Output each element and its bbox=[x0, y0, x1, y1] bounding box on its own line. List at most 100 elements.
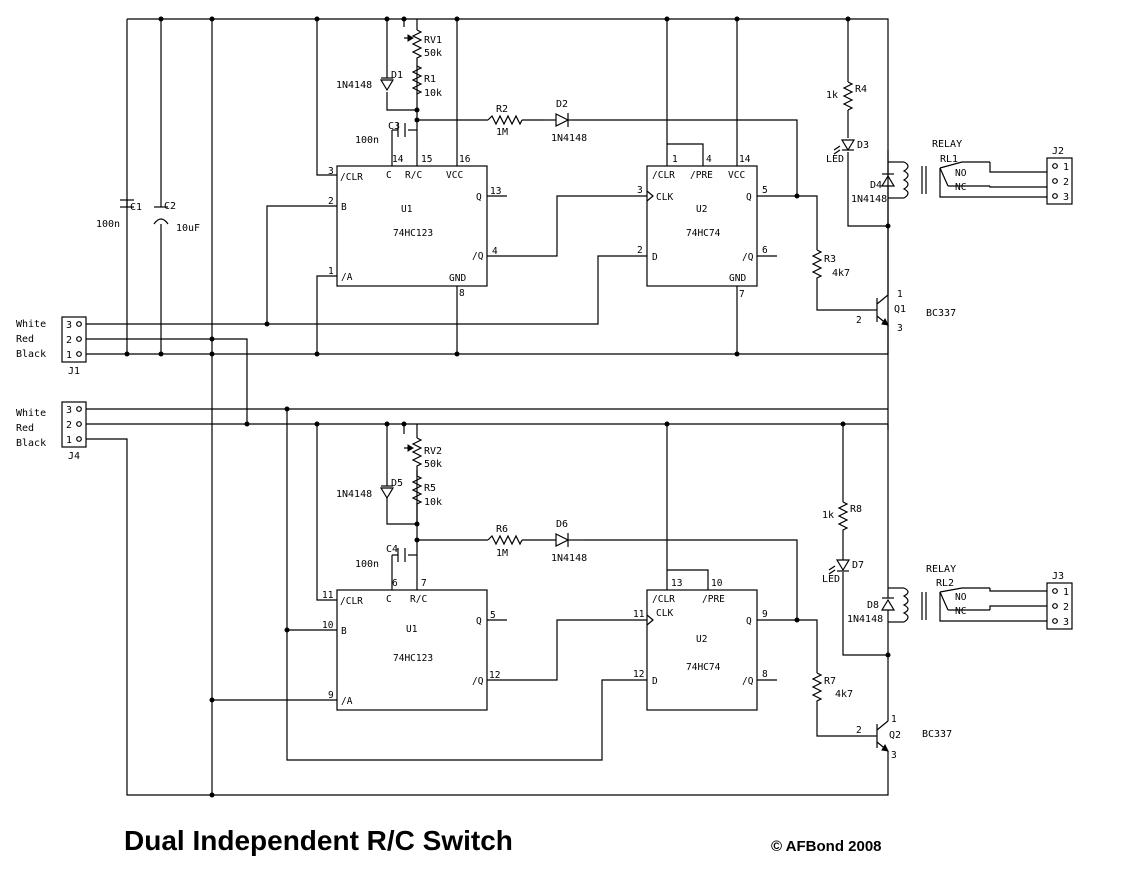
c4-ref: C4 bbox=[386, 544, 398, 555]
j1-pin-3: 3 bbox=[66, 320, 72, 331]
rl1-ref: RL1 bbox=[940, 154, 958, 165]
j4-pin-2: 2 bbox=[66, 420, 72, 431]
r5-value: 10k bbox=[424, 497, 442, 508]
c3-ref: C3 bbox=[388, 121, 400, 132]
u1b-rc-label: R/C bbox=[410, 594, 427, 605]
d2-ref: D2 bbox=[556, 99, 568, 110]
j2-pin-1: 1 bbox=[1063, 162, 1069, 173]
r3-ref: R3 bbox=[824, 254, 836, 265]
c1-value: 100n bbox=[96, 219, 120, 230]
u1a-part: 74HC123 bbox=[393, 228, 433, 239]
u1a-pin-clr: 3 bbox=[328, 166, 334, 177]
u1b-c-label: C bbox=[386, 594, 392, 605]
u1a-vcc-label: VCC bbox=[446, 170, 463, 181]
j1-wire-red: Red bbox=[16, 334, 34, 345]
q2-ref: Q2 bbox=[889, 730, 901, 741]
d7-ref: D7 bbox=[852, 560, 864, 571]
diode-d5: D5 1N4148 bbox=[336, 472, 403, 502]
rl1-label: RELAY bbox=[932, 139, 962, 150]
r4-ref: R4 bbox=[855, 84, 867, 95]
u1b-pin-b: 10 bbox=[322, 620, 334, 631]
transistor-q1: 1 2 3 Q1 BC337 bbox=[856, 289, 956, 343]
j2-pin-3: 3 bbox=[1063, 192, 1069, 203]
capacitor-c1: C1 100n bbox=[96, 199, 142, 230]
u2b-clk-label: CLK bbox=[656, 608, 673, 619]
d5-ref: D5 bbox=[391, 478, 403, 489]
u1b-a-label: /A bbox=[341, 696, 353, 707]
rl2-no: NO bbox=[955, 592, 967, 603]
q1-value: BC337 bbox=[926, 308, 956, 319]
j1-ref: J1 bbox=[68, 366, 80, 377]
diode-d2: D2 1N4148 bbox=[544, 99, 587, 144]
u1a-pin-b: 2 bbox=[328, 196, 334, 207]
connector-j1: 3 2 1 White Red Black J1 bbox=[16, 316, 87, 377]
connector-j4: 3 2 1 White Red Black J4 bbox=[16, 401, 87, 462]
q1-pin-2: 2 bbox=[856, 315, 862, 326]
ic-u1-lower: /CLR B /A C R/C Q /Q U1 74HC123 11 10 9 … bbox=[322, 578, 500, 711]
j3-pin-1: 1 bbox=[1063, 587, 1069, 598]
u1a-pin-qn: 4 bbox=[492, 246, 498, 257]
d1-ref: D1 bbox=[391, 70, 403, 81]
capacitor-c2: C2 10uF bbox=[153, 201, 200, 234]
r7-ref: R7 bbox=[824, 676, 836, 687]
j4-pin-1: 1 bbox=[66, 435, 72, 446]
r4-value: 1k bbox=[826, 90, 838, 101]
resistor-r6: R6 1M bbox=[487, 524, 523, 559]
u1b-b-label: B bbox=[341, 626, 347, 637]
j1-pin-2: 2 bbox=[66, 335, 72, 346]
j1-wire-black: Black bbox=[16, 349, 46, 360]
d1-value: 1N4148 bbox=[336, 80, 372, 91]
resistor-r1: R1 10k bbox=[411, 65, 442, 99]
u1a-pin-gnd: 8 bbox=[459, 288, 465, 299]
resistor-r7: R7 4k7 bbox=[811, 672, 853, 703]
u1b-pin-a: 9 bbox=[328, 690, 334, 701]
u2b-pin-pre: 10 bbox=[711, 578, 723, 589]
j4-ref: J4 bbox=[68, 451, 80, 462]
u2a-qn-label: /Q bbox=[742, 252, 754, 263]
capacitor-c3: C3 100n bbox=[355, 121, 406, 146]
u1a-qn-label: /Q bbox=[472, 251, 484, 262]
u1a-pin-q: 13 bbox=[490, 186, 501, 197]
c1-ref: C1 bbox=[130, 202, 142, 213]
u1a-a-label: /A bbox=[341, 272, 353, 283]
u2a-ref: U2 bbox=[696, 204, 707, 215]
j2-ref: J2 bbox=[1052, 146, 1064, 157]
u2a-pin-gnd: 7 bbox=[739, 289, 745, 300]
connector-j3: 1 2 3 J3 bbox=[1046, 571, 1073, 630]
j3-pin-2: 2 bbox=[1063, 602, 1069, 613]
u2a-part: 74HC74 bbox=[686, 228, 721, 239]
capacitor-c4: C4 100n bbox=[355, 544, 406, 570]
d2-value: 1N4148 bbox=[551, 133, 587, 144]
u1b-pin-clr: 11 bbox=[322, 590, 334, 601]
u1b-pin-qn: 12 bbox=[489, 670, 500, 681]
diode-d4: D4 1N4148 bbox=[851, 162, 896, 205]
j1-wire-white: White bbox=[16, 319, 46, 330]
r8-value: 1k bbox=[822, 510, 834, 521]
j2-pin-2: 2 bbox=[1063, 177, 1069, 188]
r1-value: 10k bbox=[424, 88, 442, 99]
u2b-pre-label: /PRE bbox=[702, 594, 725, 605]
j1-pin-1: 1 bbox=[66, 350, 72, 361]
u1a-pin-a: 1 bbox=[328, 266, 334, 277]
u1b-pin-c: 6 bbox=[392, 578, 398, 589]
u2a-d-label: D bbox=[652, 252, 658, 263]
ic-u1-upper: /CLR B /A C R/C VCC Q /Q GND U1 74HC123 … bbox=[328, 154, 501, 299]
diode-d1: D1 1N4148 bbox=[336, 62, 403, 92]
u2a-clr-label: /CLR bbox=[652, 170, 675, 181]
u1a-gnd-label: GND bbox=[449, 273, 466, 284]
u2b-part: 74HC74 bbox=[686, 662, 721, 673]
transistor-q2: 1 2 3 Q2 BC337 bbox=[856, 714, 952, 761]
connector-j2: 1 2 3 J2 bbox=[1046, 146, 1073, 205]
rv2-value: 50k bbox=[424, 459, 442, 470]
c4-value: 100n bbox=[355, 559, 379, 570]
u2a-vcc-label: VCC bbox=[728, 170, 745, 181]
r3-value: 4k7 bbox=[832, 268, 850, 279]
j4-pin-3: 3 bbox=[66, 405, 72, 416]
r2-ref: R2 bbox=[496, 104, 508, 115]
resistor-r5: R5 10k bbox=[411, 470, 442, 524]
u1b-part: 74HC123 bbox=[393, 653, 433, 664]
u2a-gnd-label: GND bbox=[729, 273, 746, 284]
u2b-clr-label: /CLR bbox=[652, 594, 675, 605]
rv2-ref: RV2 bbox=[424, 446, 442, 457]
